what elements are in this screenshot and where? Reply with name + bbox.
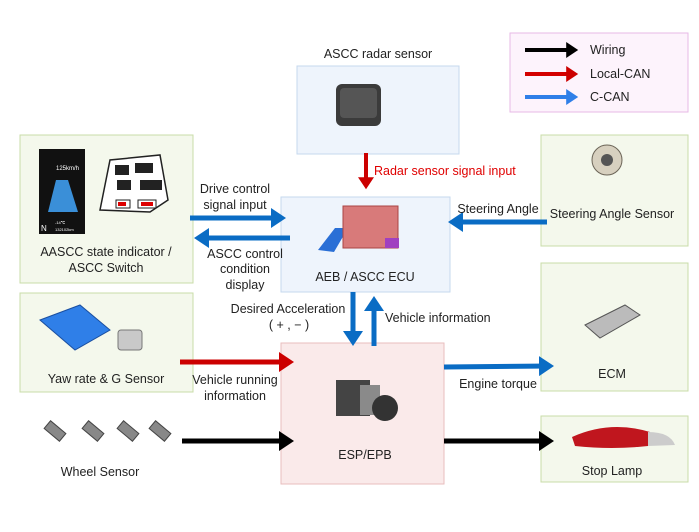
wheel-sensor-label: Wheel Sensor [61,465,140,479]
wheel-sensor-images [43,420,172,442]
radar-sensor-label: ASCC radar sensor [324,47,432,61]
ecm-label: ECM [598,367,626,381]
yaw-sensor-image [39,304,111,351]
legend-wiring-label: Wiring [590,43,625,57]
cluster-speed: 125km/h [56,166,79,172]
radar-sensor-node [296,65,460,155]
legend-c-can-label: C-CAN [590,90,630,104]
steering-sensor-label: Steering Angle Sensor [550,207,674,221]
vehicle-running-label-2: information [204,389,266,403]
yaw-sensor-label: Yaw rate & G Sensor [48,372,165,386]
ascc-display-label-3: display [226,278,266,292]
engine-torque-arrow [443,356,554,377]
ecu-image [318,205,399,252]
cluster-odo: 132102km [55,227,74,232]
stop-lamp-image [572,427,650,448]
legend: Wiring Local-CAN C-CAN [509,32,689,113]
radar-signal-label: Radar sensor signal input [374,164,516,178]
steering-angle-label: Steering Angle [457,202,538,216]
indicator-switch-node: 125km/h N -14℃ 132102km AASCC state indi… [19,134,194,284]
engine-torque-label: Engine torque [459,377,537,391]
ecu-node: AEB / ASCC ECU [280,196,451,293]
esp-epb-label: ESP/EPB [338,448,392,462]
cluster-display-image: 125km/h N -14℃ 132102km [39,149,85,234]
yaw-sensor-node: Yaw rate & G Sensor [19,292,194,393]
ecu-label: AEB / ASCC ECU [315,270,414,284]
indicator-label-line2: ASCC Switch [68,261,143,275]
ascc-switch-image [99,154,169,213]
legend-local-can-label: Local-CAN [590,67,650,81]
ascc-display-label-2: condition [220,262,270,276]
cluster-gear: N [41,224,47,233]
drive-control-label-2: signal input [203,198,267,212]
desired-accel-label-1: Desired Acceleration [231,302,346,316]
indicator-label-line1: AASCC state indicator / [40,245,172,259]
ecm-node: ECM [540,262,689,392]
cluster-temp: -14℃ [55,220,66,225]
ecm-image [584,304,641,339]
esp-epb-node: ESP/EPB [280,342,445,485]
drive-control-label-1: Drive control [200,182,270,196]
vehicle-running-label-1: Vehicle running [192,373,278,387]
esp-epb-image [336,380,398,421]
ascc-display-label-1: ASCC control [207,247,283,261]
vehicle-info-label: Vehicle information [385,311,491,325]
stop-lamp-label: Stop Lamp [582,464,643,478]
stop-lamp-node: Stop Lamp [540,415,689,483]
steering-sensor-node: Steering Angle Sensor [540,134,689,247]
desired-accel-label-2: ( + , − ) [269,318,309,332]
